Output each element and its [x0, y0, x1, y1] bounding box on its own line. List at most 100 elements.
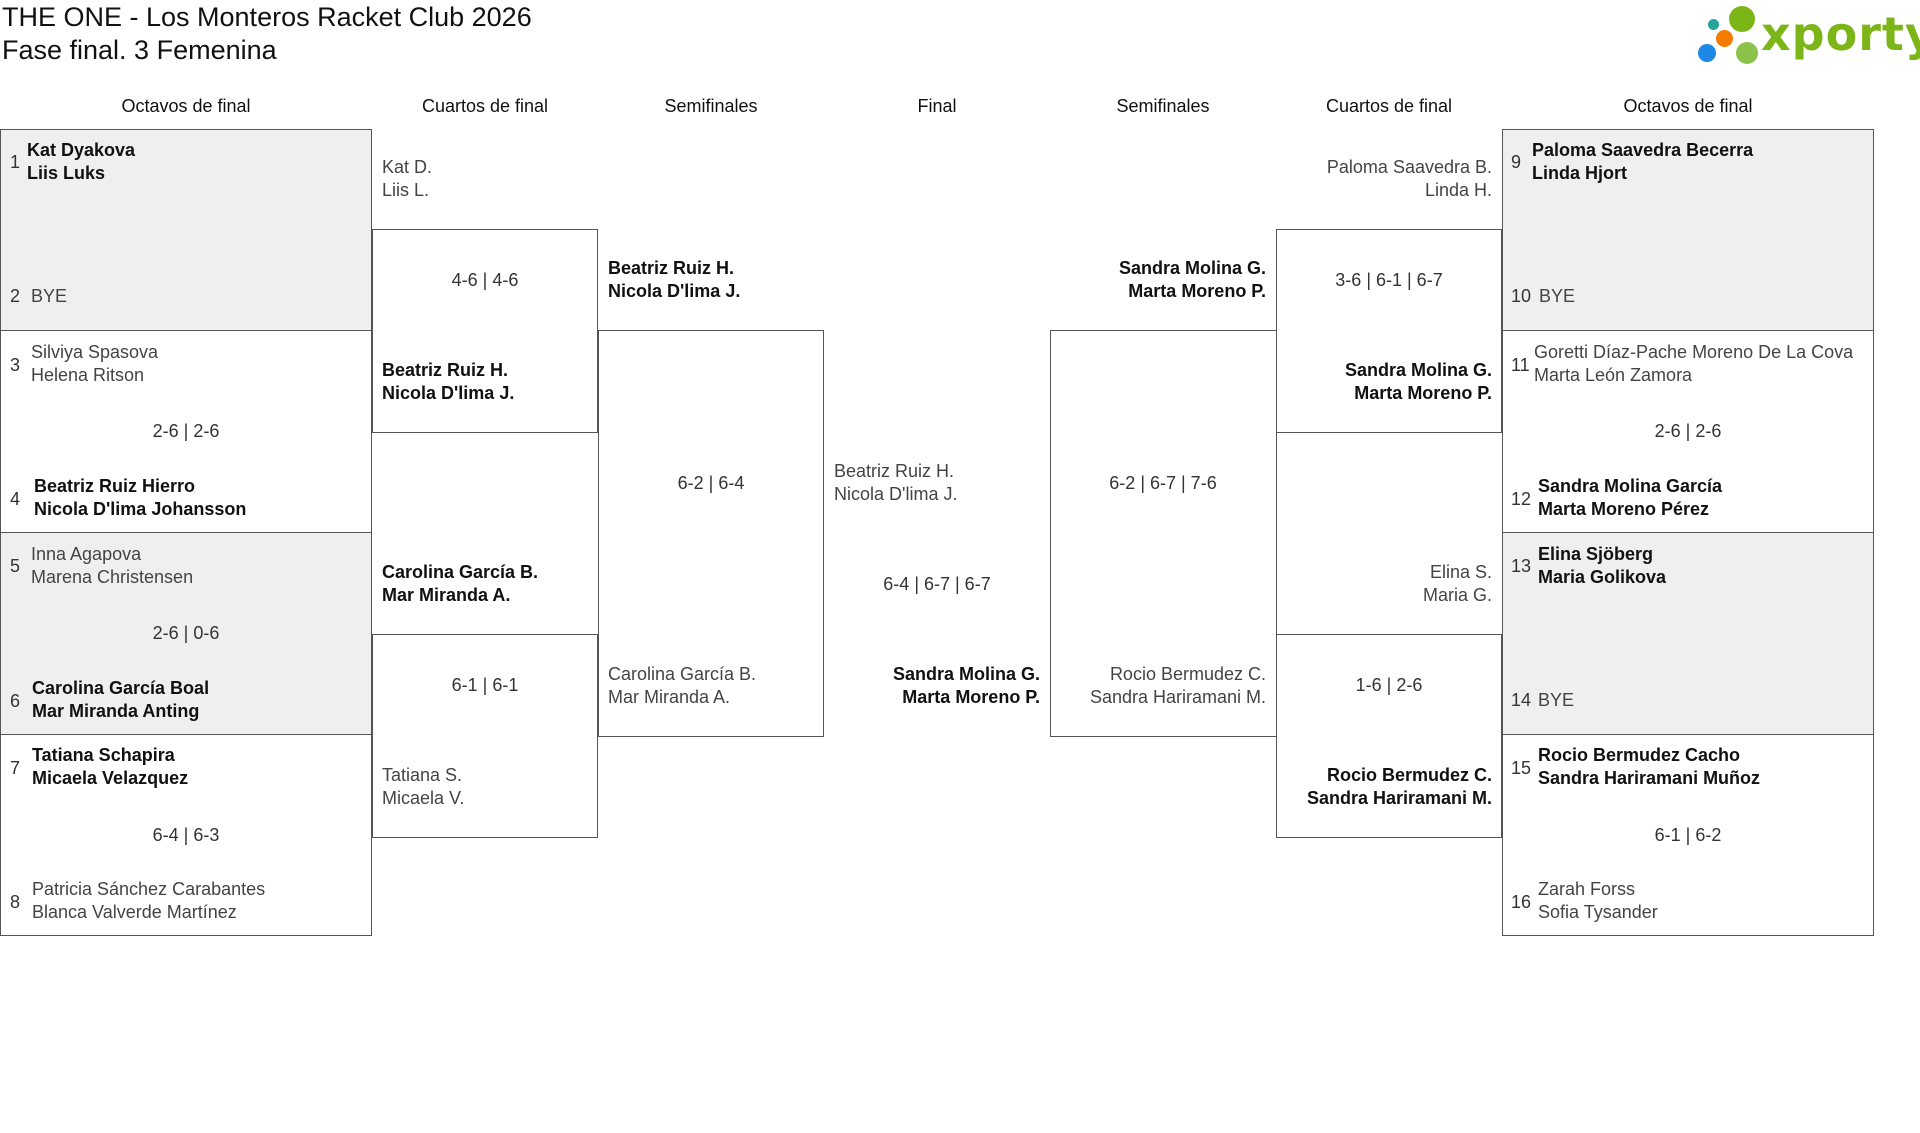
team-pair: Beatriz Ruiz H. Nicola D'lima J. — [834, 460, 957, 506]
player-name: Marena Christensen — [31, 567, 194, 587]
team-pair: Rocio Bermudez Cacho Sandra Hariramani M… — [1538, 744, 1760, 790]
team-pair: Elina Sjöberg Maria Golikova — [1538, 543, 1666, 589]
team-pair: Kat Dyakova Liis Luks — [27, 139, 135, 185]
champion-pair: Sandra Molina G. Marta Moreno P. — [824, 663, 1040, 709]
team-pair: Tatiana Schapira Micaela Velazquez — [32, 744, 188, 790]
player-name: Sandra Molina G. — [1118, 258, 1266, 278]
team-pair: Silviya Spasova Helena Ritson — [31, 341, 158, 387]
final-score: 6-4 | 6-7 | 6-7 — [883, 574, 991, 594]
match-score: 2-6 | 2-6 — [152, 421, 220, 441]
logo-dot-blue-icon — [1698, 44, 1716, 62]
seed-number: 2 — [10, 286, 21, 306]
qf-match-box — [372, 634, 598, 838]
logo-dot-lime-icon — [1736, 42, 1758, 64]
sf-match-box — [1050, 330, 1277, 737]
player-name: Nicola D'lima J. — [382, 383, 515, 403]
player-name: Nicola D'lima J. — [834, 484, 958, 504]
seed-number: 8 — [10, 892, 21, 912]
player-name: Zarah Forss — [1538, 879, 1636, 899]
player-name: Sandra Hariramani M. — [1306, 788, 1492, 808]
seed-number: 5 — [10, 556, 21, 576]
match-score: 2-6 | 0-6 — [152, 623, 220, 643]
match-score: 6-2 | 6-4 — [677, 473, 745, 493]
qf-match-box — [1276, 634, 1502, 838]
bye-label: BYE — [1539, 286, 1576, 306]
player-name: Sandra Molina G. — [1344, 360, 1492, 380]
logo-dot-teal-icon — [1708, 19, 1719, 30]
round-header-right-r16: Octavos de final — [1623, 96, 1753, 116]
seed-number: 14 — [1511, 690, 1532, 710]
team-pair: Elina S. Maria G. — [1276, 561, 1492, 607]
logo-dot-orange-icon — [1716, 30, 1733, 47]
player-name: Mar Miranda Anting — [32, 701, 200, 721]
match-score: 6-1 | 6-2 — [1654, 825, 1722, 845]
team-pair: Beatriz Ruiz Hierro Nicola D'lima Johans… — [34, 475, 246, 521]
player-name: Marta Moreno P. — [1128, 281, 1266, 301]
match-score: 1-6 | 2-6 — [1355, 675, 1423, 695]
player-name: Inna Agapova — [31, 544, 142, 564]
seed-number: 1 — [10, 152, 21, 172]
player-name: Rocio Bermudez C. — [1326, 765, 1492, 785]
player-name: Nicola D'lima Johansson — [34, 499, 247, 519]
player-name: Beatriz Ruiz H. — [382, 360, 509, 380]
bye-label: BYE — [1538, 690, 1575, 710]
seed-number: 12 — [1511, 489, 1532, 509]
player-name: Marta Moreno Pérez — [1538, 499, 1710, 519]
seed-number: 7 — [10, 758, 21, 778]
logo-text: xporty — [1761, 7, 1920, 61]
player-name: Beatriz Ruiz Hierro — [34, 476, 196, 496]
qf-match-box — [372, 229, 598, 433]
team-pair: Carolina García B. Mar Miranda A. — [382, 561, 538, 607]
player-name: Tatiana S. — [382, 765, 463, 785]
player-name: Paloma Saavedra B. — [1326, 157, 1492, 177]
team-pair: Zarah Forss Sofia Tysander — [1538, 878, 1658, 924]
team-pair: Carolina García B. Mar Miranda A. — [608, 663, 756, 709]
team-pair: Goretti Díaz-Pache Moreno De La Cova Mar… — [1534, 341, 1872, 387]
player-name: Goretti Díaz-Pache Moreno De La Cova — [1534, 342, 1854, 362]
player-name: Patricia Sánchez Carabantes — [32, 879, 266, 899]
player-name: Sandra Hariramani Muñoz — [1538, 768, 1761, 788]
round-header-left-r16: Octavos de final — [121, 96, 251, 116]
xporty-logo: xporty — [1698, 4, 1920, 66]
player-name: Rocio Bermudez Cacho — [1538, 745, 1741, 765]
player-name: Silviya Spasova — [31, 342, 159, 362]
player-name: Kat Dyakova — [27, 140, 136, 160]
player-name: Beatriz Ruiz H. — [608, 258, 735, 278]
player-name: Maria Golikova — [1538, 567, 1667, 587]
player-name: Liis Luks — [27, 163, 106, 183]
r16-match-box — [0, 734, 372, 936]
team-pair: Carolina García Boal Mar Miranda Anting — [32, 677, 209, 723]
player-name: Sandra Molina G. — [892, 664, 1040, 684]
sf-match-box — [598, 330, 824, 737]
seed-number: 13 — [1511, 556, 1532, 576]
seed-number: 6 — [10, 691, 21, 711]
team-pair: Patricia Sánchez Carabantes Blanca Valve… — [32, 878, 265, 924]
player-name: Paloma Saavedra Becerra — [1532, 140, 1754, 160]
team-pair: Paloma Saavedra Becerra Linda Hjort — [1532, 139, 1753, 185]
seed-number: 3 — [10, 355, 21, 375]
match-score: 6-4 | 6-3 — [152, 825, 220, 845]
team-pair: Beatriz Ruiz H. Nicola D'lima J. — [382, 359, 514, 405]
player-name: Mar Miranda A. — [382, 585, 511, 605]
player-name: Kat D. — [382, 157, 433, 177]
round-header-final: Final — [917, 96, 957, 116]
round-header-right-sf: Semifinales — [1116, 96, 1210, 116]
team-pair: Tatiana S. Micaela V. — [382, 764, 464, 810]
team-pair: Kat D. Liis L. — [382, 156, 432, 202]
player-name: Carolina García B. — [382, 562, 539, 582]
seed-number: 9 — [1511, 152, 1522, 172]
logo-dot-green-icon — [1729, 6, 1755, 32]
player-name: Sandra Hariramani M. — [1089, 687, 1266, 707]
player-name: Blanca Valverde Martínez — [32, 902, 237, 922]
player-name: Marta Moreno P. — [902, 687, 1040, 707]
r16-match-box — [1502, 129, 1874, 331]
player-name: Carolina García B. — [608, 664, 757, 684]
player-name: Micaela V. — [382, 788, 465, 808]
match-score: 3-6 | 6-1 | 6-7 — [1335, 270, 1443, 290]
r16-match-box — [0, 129, 372, 331]
team-pair: Rocio Bermudez C. Sandra Hariramani M. — [1276, 764, 1492, 810]
match-score: 4-6 | 4-6 — [451, 270, 519, 290]
player-name: Helena Ritson — [31, 365, 145, 385]
player-name: Carolina García Boal — [32, 678, 210, 698]
team-pair: Sandra Molina G. Marta Moreno P. — [1276, 359, 1492, 405]
